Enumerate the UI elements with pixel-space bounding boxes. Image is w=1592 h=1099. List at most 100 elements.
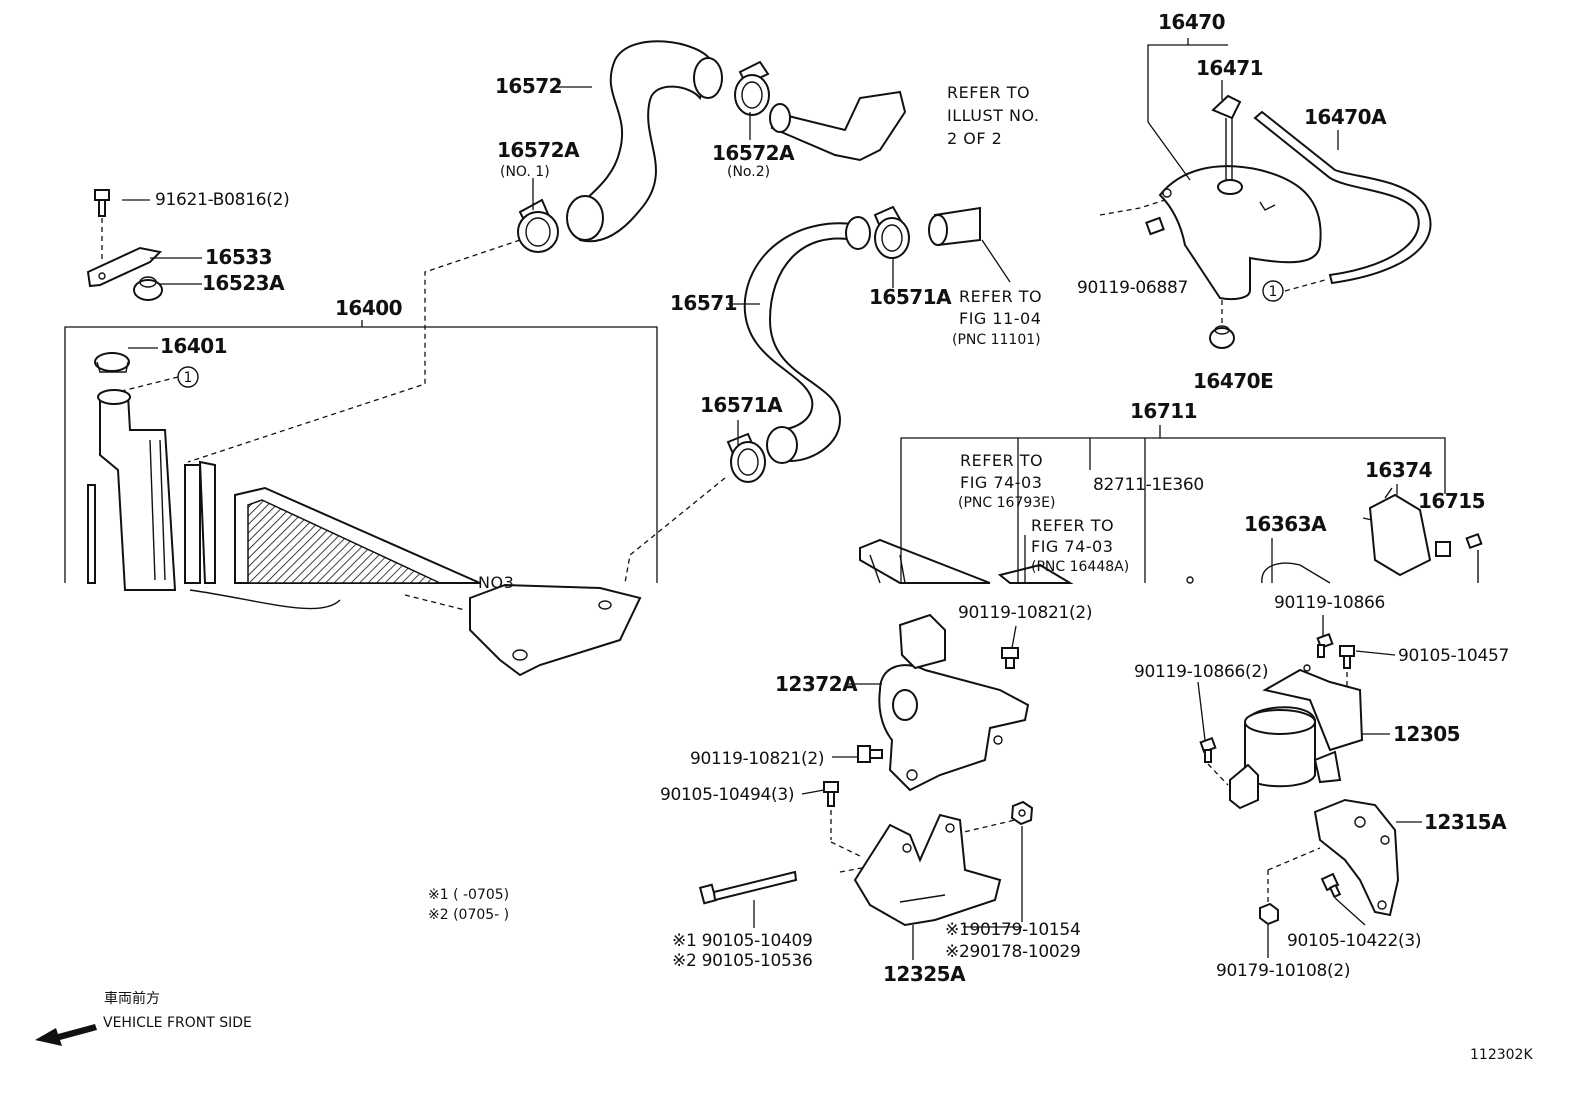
dash-circle-to-radiator	[117, 376, 179, 393]
label-16363a[interactable]: 16363A	[1244, 512, 1328, 536]
label-12372a[interactable]: 12372A	[775, 672, 859, 696]
label-16470[interactable]: 16470	[1158, 10, 1226, 34]
bolt-16711-right[interactable]	[1465, 532, 1483, 583]
dash-lower-hose-to-radiator	[624, 477, 726, 584]
label-90105-10494[interactable]: 90105-10494(3)	[660, 785, 794, 805]
note-refer-fig7403b-3: (PNC 16448A)	[1031, 559, 1129, 575]
note-refer-fig7403a-3: (PNC 16793E)	[958, 495, 1055, 511]
hose-clamp-16572a-no2[interactable]	[734, 60, 770, 116]
label-16470a[interactable]: 16470A	[1304, 105, 1388, 129]
note-refer-fig1104-3: (PNC 11101)	[952, 332, 1041, 348]
label-90178-10029[interactable]: ※290178-10029	[945, 942, 1081, 962]
reserve-tank-cap-16471[interactable]	[1211, 94, 1242, 180]
label-90105-10422[interactable]: 90105-10422(3)	[1287, 931, 1421, 951]
label-16470e[interactable]: 16470E	[1193, 369, 1274, 393]
note-refer-illust-2: ILLUST NO.	[947, 106, 1039, 125]
label-16571[interactable]: 16571	[670, 291, 738, 315]
label-16572a-no1[interactable]: 16572A	[497, 138, 581, 162]
lower-radiator-hose[interactable]	[743, 216, 871, 464]
engine-mount-12372a[interactable]	[878, 613, 1030, 792]
bolt-90119-10866[interactable]	[1316, 632, 1334, 658]
reserve-tank-16470[interactable]	[1158, 165, 1322, 300]
label-16471[interactable]: 16471	[1196, 56, 1264, 80]
label-90119-10821-top[interactable]: 90119-10821(2)	[958, 603, 1092, 623]
circle-ref-radiator-label: 1	[184, 370, 193, 386]
label-16401[interactable]: 16401	[160, 334, 228, 358]
label-90105-10457[interactable]: 90105-10457	[1398, 646, 1509, 666]
label-91621-b0816[interactable]: 91621-B0816(2)	[155, 190, 290, 210]
cushion-16523a[interactable]	[133, 276, 163, 301]
bolt-90119-06887[interactable]	[1145, 216, 1165, 236]
label-90119-06887[interactable]: 90119-06887	[1077, 278, 1188, 298]
label-12325a[interactable]: 12325A	[883, 962, 967, 986]
note-refer-fig1104-1: REFER TO	[959, 287, 1042, 306]
label-16715[interactable]: 16715	[1418, 489, 1486, 513]
leader-lines	[122, 38, 1446, 960]
label-16533[interactable]: 16533	[205, 245, 273, 269]
label-82711-1e360[interactable]: 82711-1E360	[1093, 475, 1204, 495]
hose-clamp-16572a-no1[interactable]	[517, 198, 559, 253]
cushion-16470e[interactable]	[1209, 325, 1235, 349]
vehicle-front-arrow-icon	[35, 1024, 97, 1046]
bolt-90119-10821-top[interactable]	[1001, 647, 1019, 669]
label-90119-10866[interactable]: 90119-10866	[1274, 593, 1385, 613]
upper-radiator-hose[interactable]	[566, 40, 723, 243]
hose-clamp-16571a-mid[interactable]	[726, 432, 766, 483]
circle-ref-tank-label: 1	[1269, 284, 1278, 300]
note-refer-fig7403b-1: REFER TO	[1031, 516, 1114, 535]
leader-90119-06887	[1099, 199, 1166, 216]
note-refer-illust-3: 2 OF 2	[947, 129, 1002, 148]
label-90119-10866-2[interactable]: 90119-10866(2)	[1134, 662, 1268, 682]
bolt-90105-10422[interactable]	[1320, 872, 1342, 899]
label-12305[interactable]: 12305	[1393, 722, 1461, 746]
part-labels: 16572 16572A (NO. 1) 16572A (No.2) REFER…	[103, 10, 1533, 1063]
bolt-90119-10866-2[interactable]	[1199, 736, 1217, 763]
bolt-90119-10821-left[interactable]	[857, 745, 883, 763]
label-16571a-mid[interactable]: 16571A	[700, 393, 784, 417]
radiator-lower-curve	[189, 589, 341, 610]
label-16400[interactable]: 16400	[335, 296, 403, 320]
label-16572[interactable]: 16572	[495, 74, 563, 98]
label-12315a[interactable]: 12315A	[1424, 810, 1508, 834]
hose-clamp-16571a-top[interactable]	[873, 205, 910, 259]
label-90105-10409[interactable]: ※1 90105-10409	[672, 931, 813, 951]
nut-90179-10108[interactable]	[1259, 902, 1279, 926]
label-90179-10108[interactable]: 90179-10108(2)	[1216, 961, 1350, 981]
radiator-core[interactable]	[234, 486, 481, 584]
bracket-16533[interactable]	[86, 246, 163, 288]
long-bolt-90105-10409[interactable]	[698, 870, 798, 905]
label-16711[interactable]: 16711	[1130, 399, 1198, 423]
label-16374[interactable]: 16374	[1365, 458, 1433, 482]
label-90179-10154[interactable]: ※190179-10154	[945, 920, 1081, 940]
label-16572a-no2[interactable]: 16572A	[712, 141, 796, 165]
dash-hose-to-radiator-top	[187, 239, 521, 463]
nut-90179-10154[interactable]	[1010, 800, 1034, 826]
bracket-12315a[interactable]	[1313, 798, 1400, 917]
bolt-90105-10494[interactable]	[823, 781, 839, 807]
fan-shroud-seal-16363a[interactable]	[1186, 562, 1331, 584]
label-90105-10536[interactable]: ※2 90105-10536	[672, 951, 813, 971]
leader-circle-ref-tank	[1284, 279, 1326, 292]
bolt-91621-b0816[interactable]	[94, 189, 110, 217]
note-no3: NO3	[478, 573, 514, 592]
circle-ref-1-tank	[1262, 280, 1284, 302]
engine-mount-12305[interactable]	[1229, 664, 1364, 810]
overflow-hose-16470a[interactable]	[1253, 110, 1432, 285]
radiator-cap-16401[interactable]	[94, 352, 130, 373]
label-16523a[interactable]: 16523A	[202, 271, 286, 295]
nut-16715[interactable]	[1435, 541, 1451, 557]
fan-motor-16374[interactable]	[1362, 487, 1432, 577]
front-label-en: VEHICLE FRONT SIDE	[103, 1015, 252, 1031]
bracket-12325a[interactable]	[853, 813, 1002, 927]
note-refer-fig7403a-2: FIG 74-03	[960, 473, 1042, 492]
bolt-90105-10457[interactable]	[1339, 645, 1355, 669]
radiator-tank[interactable]	[87, 389, 216, 591]
note-refer-illust-1: REFER TO	[947, 83, 1030, 102]
label-16572a-no1-note: (NO. 1)	[500, 164, 550, 180]
leader-90119-10866-2	[1207, 763, 1229, 786]
label-90119-10821-left[interactable]: 90119-10821(2)	[690, 749, 824, 769]
note-refer-fig7403a-1: REFER TO	[960, 451, 1043, 470]
legend-2: ※2 (0705- )	[428, 907, 509, 923]
label-16571a-top[interactable]: 16571A	[869, 285, 953, 309]
